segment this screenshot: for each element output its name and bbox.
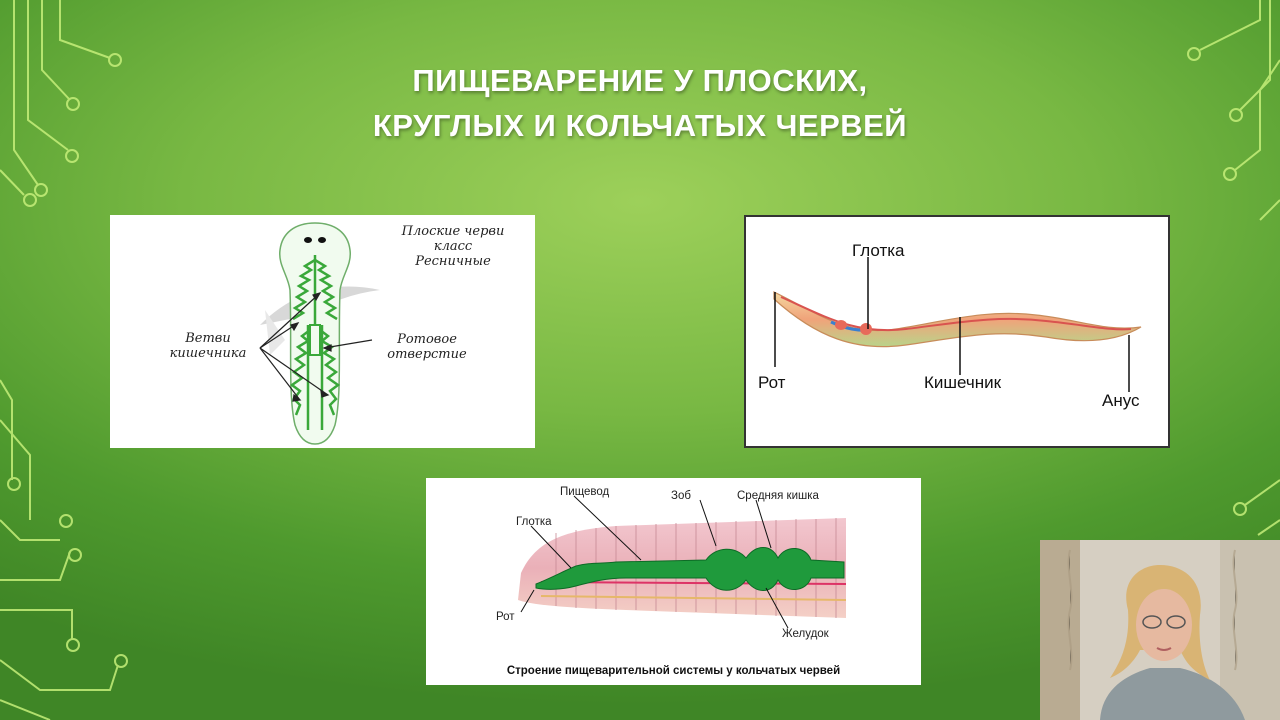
earthworm-diagram: Пищевод Зоб Средняя кишка Глотка Рот Жел…	[426, 478, 921, 685]
presenter-webcam	[1040, 540, 1280, 720]
roundworm-illustration	[773, 257, 1142, 392]
label-midgut: Средняя кишка	[737, 490, 819, 502]
earthworm-illustration	[518, 495, 847, 629]
flatworm-caption-line-1: Плоские черви	[401, 224, 505, 239]
label-earthworm-pharynx: Глотка	[516, 516, 552, 528]
slide-title: ПИЩЕВАРЕНИЕ У ПЛОСКИХ, КРУГЛЫХ И КОЛЬЧАТ…	[280, 58, 1000, 148]
presenter-video	[1040, 540, 1280, 720]
label-mouth-opening-line-1: Ротовое	[397, 332, 457, 347]
label-intestine: Кишечник	[924, 373, 1002, 392]
flatworm-caption: Плоские черви класс Ресничные	[378, 224, 528, 269]
flatworm-caption-line-2: класс	[433, 239, 473, 254]
label-gut-branches-line-2: кишечника	[169, 346, 247, 361]
label-gut-branches-line-1: Ветви	[185, 331, 231, 346]
label-pharynx: Глотка	[852, 241, 905, 260]
label-stomach: Желудок	[782, 628, 829, 640]
flatworm-illustration	[259, 222, 380, 445]
slide-title-line-2: КРУГЛЫХ И КОЛЬЧАТЫХ ЧЕРВЕЙ	[372, 108, 908, 143]
circuit-decoration-left	[0, 0, 128, 720]
flatworm-caption-line-3: Ресничные	[415, 254, 491, 269]
circuit-decoration-right	[1187, 0, 1280, 536]
label-gut-branches: Ветви кишечника	[158, 331, 258, 361]
roundworm-diagram: Глотка Рот Кишечник Анус	[744, 215, 1170, 448]
label-crop: Зоб	[671, 490, 691, 502]
earthworm-caption: Строение пищеварительной системы у кольч…	[506, 665, 841, 677]
label-mouth-opening-line-2: отверстие	[387, 347, 467, 362]
label-mouth-opening: Ротовое отверстие	[372, 332, 482, 362]
label-anus: Анус	[1102, 391, 1140, 410]
label-mouth: Рот	[758, 373, 786, 392]
label-earthworm-mouth: Рот	[496, 611, 515, 623]
slide-title-line-1: ПИЩЕВАРЕНИЕ У ПЛОСКИХ,	[412, 63, 868, 98]
flatworm-diagram: Плоские черви класс Ресничные Ветви кише…	[110, 215, 535, 448]
label-esophagus: Пищевод	[560, 486, 610, 498]
